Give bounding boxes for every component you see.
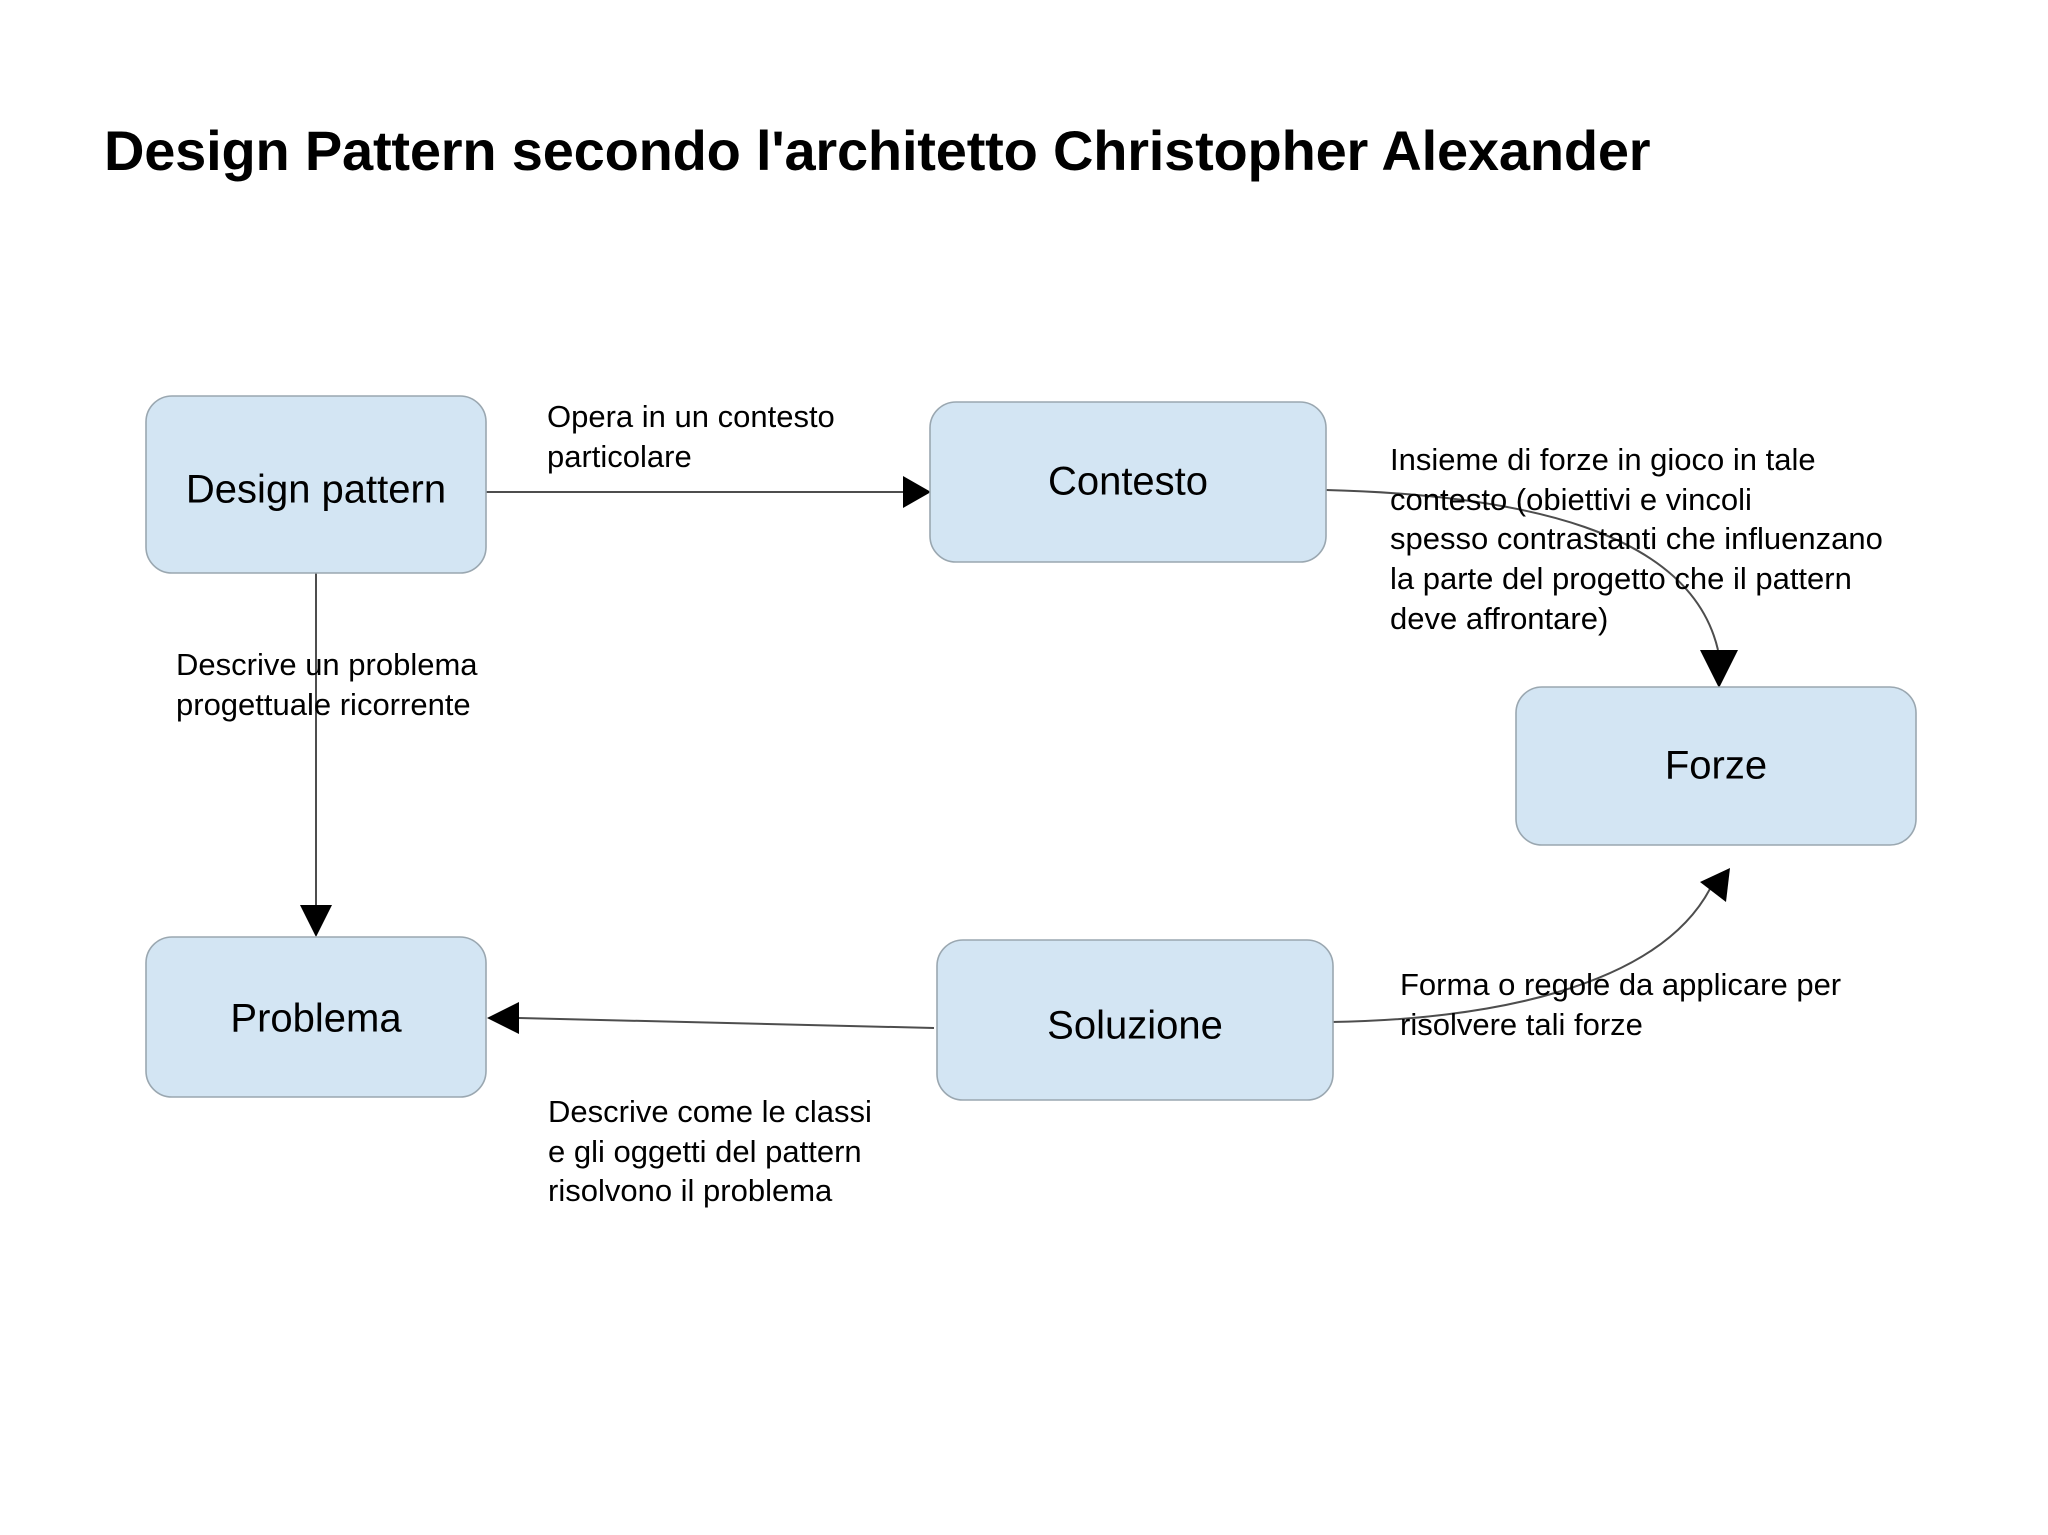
arrowhead-icon	[487, 1002, 519, 1034]
edge-label-soluzione-to-problema: Descrive come le classi e gli oggetti de…	[548, 1094, 872, 1209]
edge-line	[1325, 489, 1719, 651]
node-shape[interactable]	[929, 401, 1327, 563]
edge-line	[518, 1017, 935, 1029]
edge-label-contesto-to-forze: Insieme di forze in gioco in tale contes…	[1390, 442, 1883, 636]
edge-design-pattern-to-contesto	[486, 476, 931, 508]
node-contesto[interactable]: Contesto	[929, 401, 1327, 563]
edge-label-design-pattern-to-contesto: Opera in un contesto particolare	[547, 399, 835, 474]
node-forze[interactable]: Forze	[1515, 686, 1917, 846]
arrowhead-icon	[1700, 868, 1730, 902]
node-problema[interactable]: Problema	[145, 936, 487, 1098]
arrowhead-icon	[903, 476, 931, 508]
node-label: Design pattern	[186, 468, 446, 512]
node-shape[interactable]	[145, 395, 487, 574]
edge-soluzione-to-forze	[1330, 868, 1730, 1023]
edge-line	[1330, 884, 1713, 1023]
node-soluzione[interactable]: Soluzione	[936, 939, 1334, 1101]
node-shape[interactable]	[145, 936, 487, 1098]
edge-label-soluzione-to-forze: Forma o regole da applicare per risolver…	[1400, 967, 1842, 1042]
node-label: Forze	[1665, 744, 1767, 788]
arrowhead-icon	[300, 905, 332, 937]
node-design-pattern[interactable]: Design pattern	[145, 395, 487, 574]
edge-design-pattern-to-problema	[300, 573, 332, 937]
edge-soluzione-to-problema	[487, 1002, 935, 1034]
node-shape[interactable]	[1515, 686, 1917, 846]
node-label: Soluzione	[1047, 1004, 1223, 1048]
edge-contesto-to-forze	[1325, 489, 1738, 688]
arrowhead-icon	[1700, 650, 1738, 688]
node-shape[interactable]	[936, 939, 1334, 1101]
page-title: Design Pattern secondo l'architetto Chri…	[104, 119, 1651, 182]
node-label: Problema	[230, 997, 402, 1041]
node-label: Contesto	[1048, 460, 1208, 504]
edge-label-design-pattern-to-problema: Descrive un problema progettuale ricorre…	[176, 647, 478, 722]
